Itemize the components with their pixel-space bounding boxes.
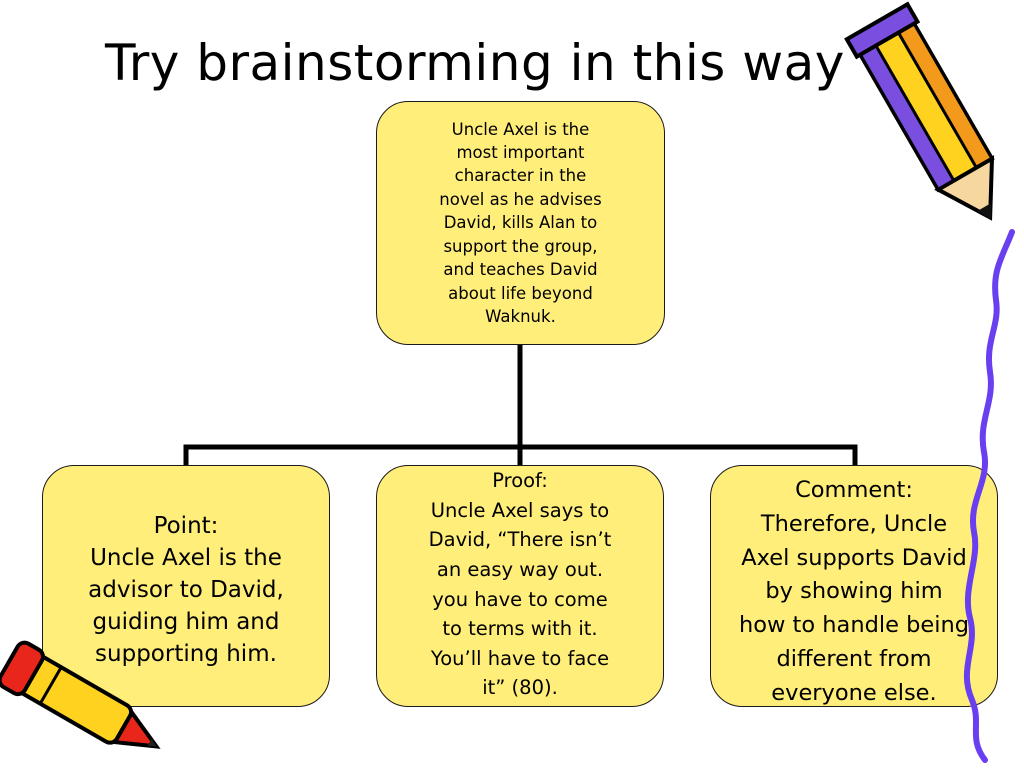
proof-node: Proof: Uncle Axel says to David, “There … bbox=[376, 465, 664, 707]
slide-title: Try brainstorming in this way bbox=[105, 34, 845, 92]
point-node-text: Point: Uncle Axel is the advisor to Davi… bbox=[88, 512, 284, 668]
root-node: Uncle Axel is the most important charact… bbox=[376, 101, 665, 345]
pencil-icon bbox=[844, 1, 995, 221]
point-node: Point: Uncle Axel is the advisor to Davi… bbox=[42, 465, 330, 707]
proof-node-text: Proof: Uncle Axel says to David, “There … bbox=[428, 469, 612, 700]
comment-node-text: Comment: Therefore, Uncle Axel supports … bbox=[738, 477, 970, 706]
comment-node: Comment: Therefore, Uncle Axel supports … bbox=[710, 465, 998, 707]
root-node-text: Uncle Axel is the most important charact… bbox=[439, 119, 602, 326]
